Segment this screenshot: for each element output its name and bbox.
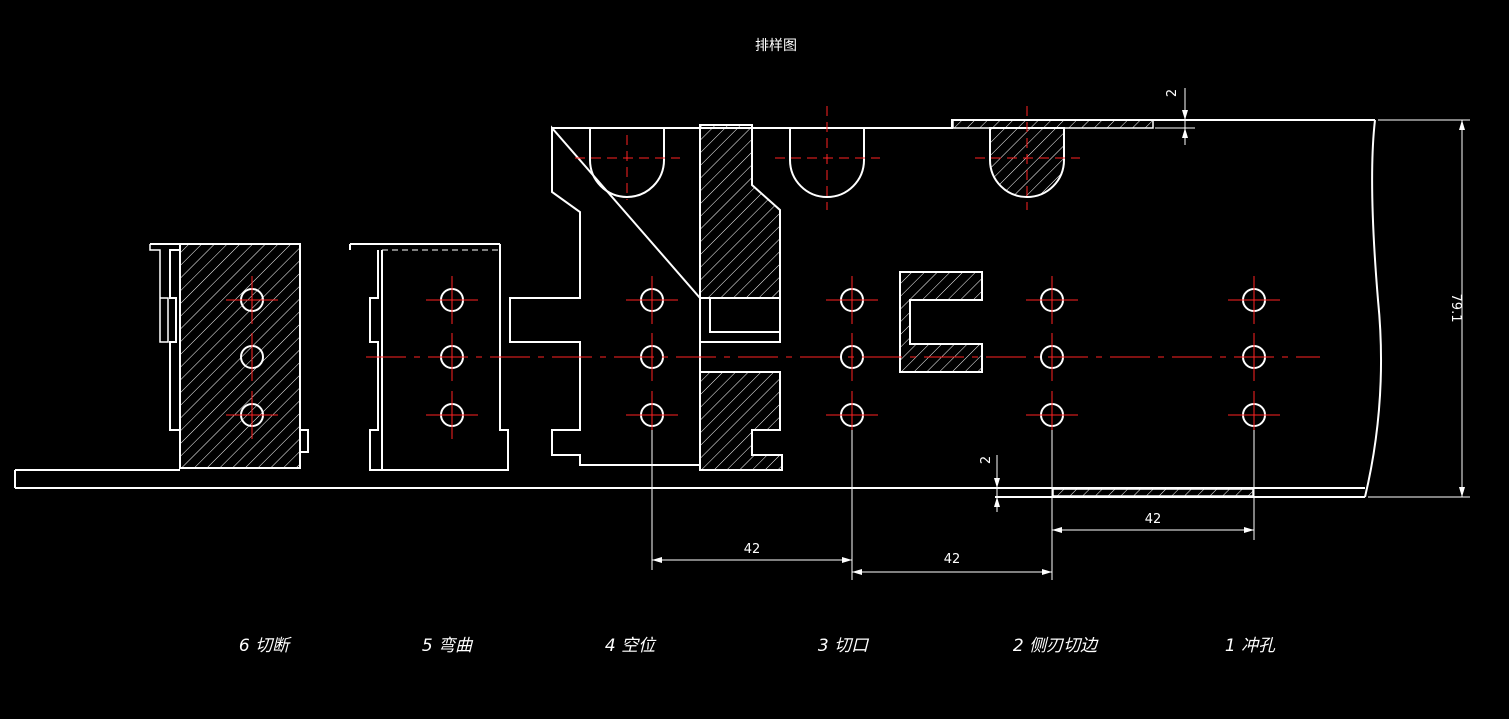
station-label-5: 5 弯曲: [422, 636, 474, 656]
dimension-strip-width: 79.1: [1448, 294, 1463, 323]
strip-outline: [14, 119, 1382, 498]
dimension-pitch-left: 42: [744, 542, 761, 557]
station-label-3: 3 切口: [818, 636, 870, 656]
centerlines: [226, 106, 1320, 439]
station-label-1: 1 冲孔: [1225, 636, 1276, 656]
station-6-part: [149, 243, 309, 469]
dimension-pitch-middle: 42: [944, 552, 961, 567]
station-4-part: [509, 125, 720, 466]
station-5-part: [349, 243, 509, 471]
c-shaped-cutout: [899, 271, 983, 373]
station-label-2: 2 侧刃切边: [1013, 636, 1099, 656]
dimension-arrows: [652, 110, 1465, 575]
dimension-edge-bottom: 2: [979, 456, 994, 464]
notch-cutout-2: [789, 128, 865, 198]
station-label-6: 6 切断: [239, 636, 292, 656]
dimension-edge-top: 2: [1165, 89, 1180, 97]
notch-cutout-1: [589, 128, 665, 198]
station-3-part: [699, 124, 783, 471]
station-label-4: 4 空位: [605, 636, 657, 656]
side-trim-bottom: [1052, 488, 1254, 497]
drawing-title: 排样图: [755, 38, 797, 54]
dimension-pitch-right: 42: [1145, 512, 1162, 527]
dimension-lines: [651, 88, 1470, 580]
side-trim-top: [952, 119, 1154, 129]
